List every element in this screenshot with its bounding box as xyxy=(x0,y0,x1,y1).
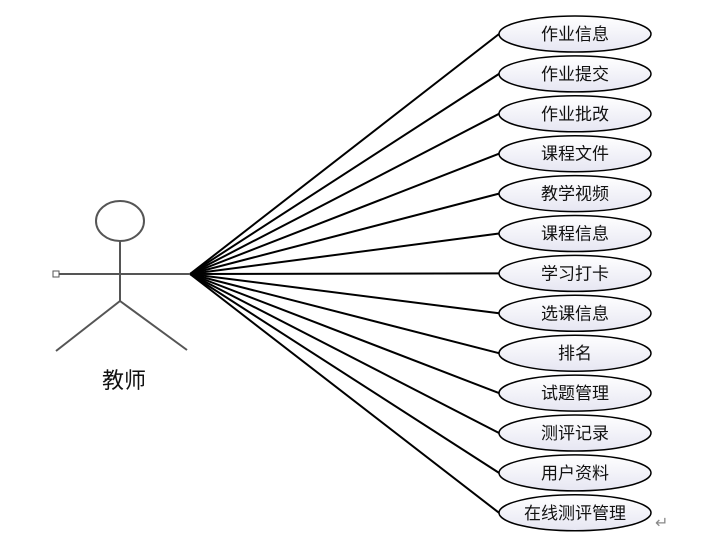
association-line xyxy=(189,273,500,355)
use-case-label: 作业提交 xyxy=(541,65,609,85)
use-case-ellipse xyxy=(498,494,652,532)
association-line xyxy=(189,272,500,275)
use-case-label: 在线测评管理 xyxy=(524,504,626,524)
use-case: 课程信息 xyxy=(498,214,652,253)
use-case-ellipse xyxy=(498,174,652,213)
actor-label: 教师 xyxy=(102,369,146,394)
use-case-label: 课程文件 xyxy=(541,145,609,165)
use-case-label: 课程信息 xyxy=(541,225,609,245)
use-case: 用户资料 xyxy=(498,454,652,492)
use-case-label: 学习打卡 xyxy=(541,264,609,284)
use-case: 试题管理 xyxy=(498,374,652,412)
use-case-label: 排名 xyxy=(558,344,592,364)
association-line xyxy=(189,273,500,514)
use-case-ellipse xyxy=(498,15,652,53)
use-case: 选课信息 xyxy=(498,294,652,333)
use-case-label: 用户资料 xyxy=(541,464,609,484)
use-case-label: 测评记录 xyxy=(541,424,609,444)
use-case: 教学视频 xyxy=(498,174,652,213)
actor-arm-handle xyxy=(52,270,60,278)
use-case: 排名 xyxy=(498,334,652,372)
use-case-ellipse xyxy=(498,334,652,372)
actor-head xyxy=(95,200,145,242)
use-case: 测评记录 xyxy=(498,414,652,452)
use-case-ellipse xyxy=(498,134,652,173)
use-case-ellipse xyxy=(498,374,652,412)
association-line xyxy=(189,273,500,395)
association-line xyxy=(189,33,500,275)
use-case-ellipse xyxy=(498,254,652,293)
use-case-ellipse xyxy=(498,214,652,253)
association-line xyxy=(189,112,500,275)
use-case-ellipse xyxy=(498,55,652,93)
use-case: 作业提交 xyxy=(498,55,652,93)
use-case-label: 选课信息 xyxy=(541,304,609,324)
use-case-ellipse xyxy=(498,414,652,452)
use-case: 作业信息 xyxy=(498,15,652,53)
association-lines xyxy=(189,33,500,514)
use-case: 课程文件 xyxy=(498,134,652,173)
association-line xyxy=(189,273,500,434)
use-case-label: 作业信息 xyxy=(541,25,609,45)
use-case-label: 作业批改 xyxy=(541,105,609,125)
use-case-ellipse xyxy=(498,95,652,133)
use-case: 学习打卡 xyxy=(498,254,652,293)
association-line xyxy=(189,232,500,275)
actor-left-leg xyxy=(55,300,121,352)
association-line xyxy=(189,192,500,275)
actor-teacher: 教师 xyxy=(52,200,190,394)
association-line xyxy=(189,273,500,315)
association-line xyxy=(189,152,500,275)
association-line xyxy=(189,73,500,275)
use-case: 作业批改 xyxy=(498,95,652,133)
use-case-label: 教学视频 xyxy=(541,185,609,205)
actor-right-leg xyxy=(119,300,188,351)
use-case: 在线测评管理 xyxy=(498,494,652,532)
use-case-list: 作业信息作业提交作业批改课程文件教学视频课程信息学习打卡选课信息排名试题管理测评… xyxy=(498,15,652,532)
return-mark: ↵ xyxy=(655,513,668,532)
association-line xyxy=(189,273,500,474)
use-case-ellipse xyxy=(498,454,652,492)
use-case-label: 试题管理 xyxy=(541,384,609,404)
use-case-ellipse xyxy=(498,294,652,333)
